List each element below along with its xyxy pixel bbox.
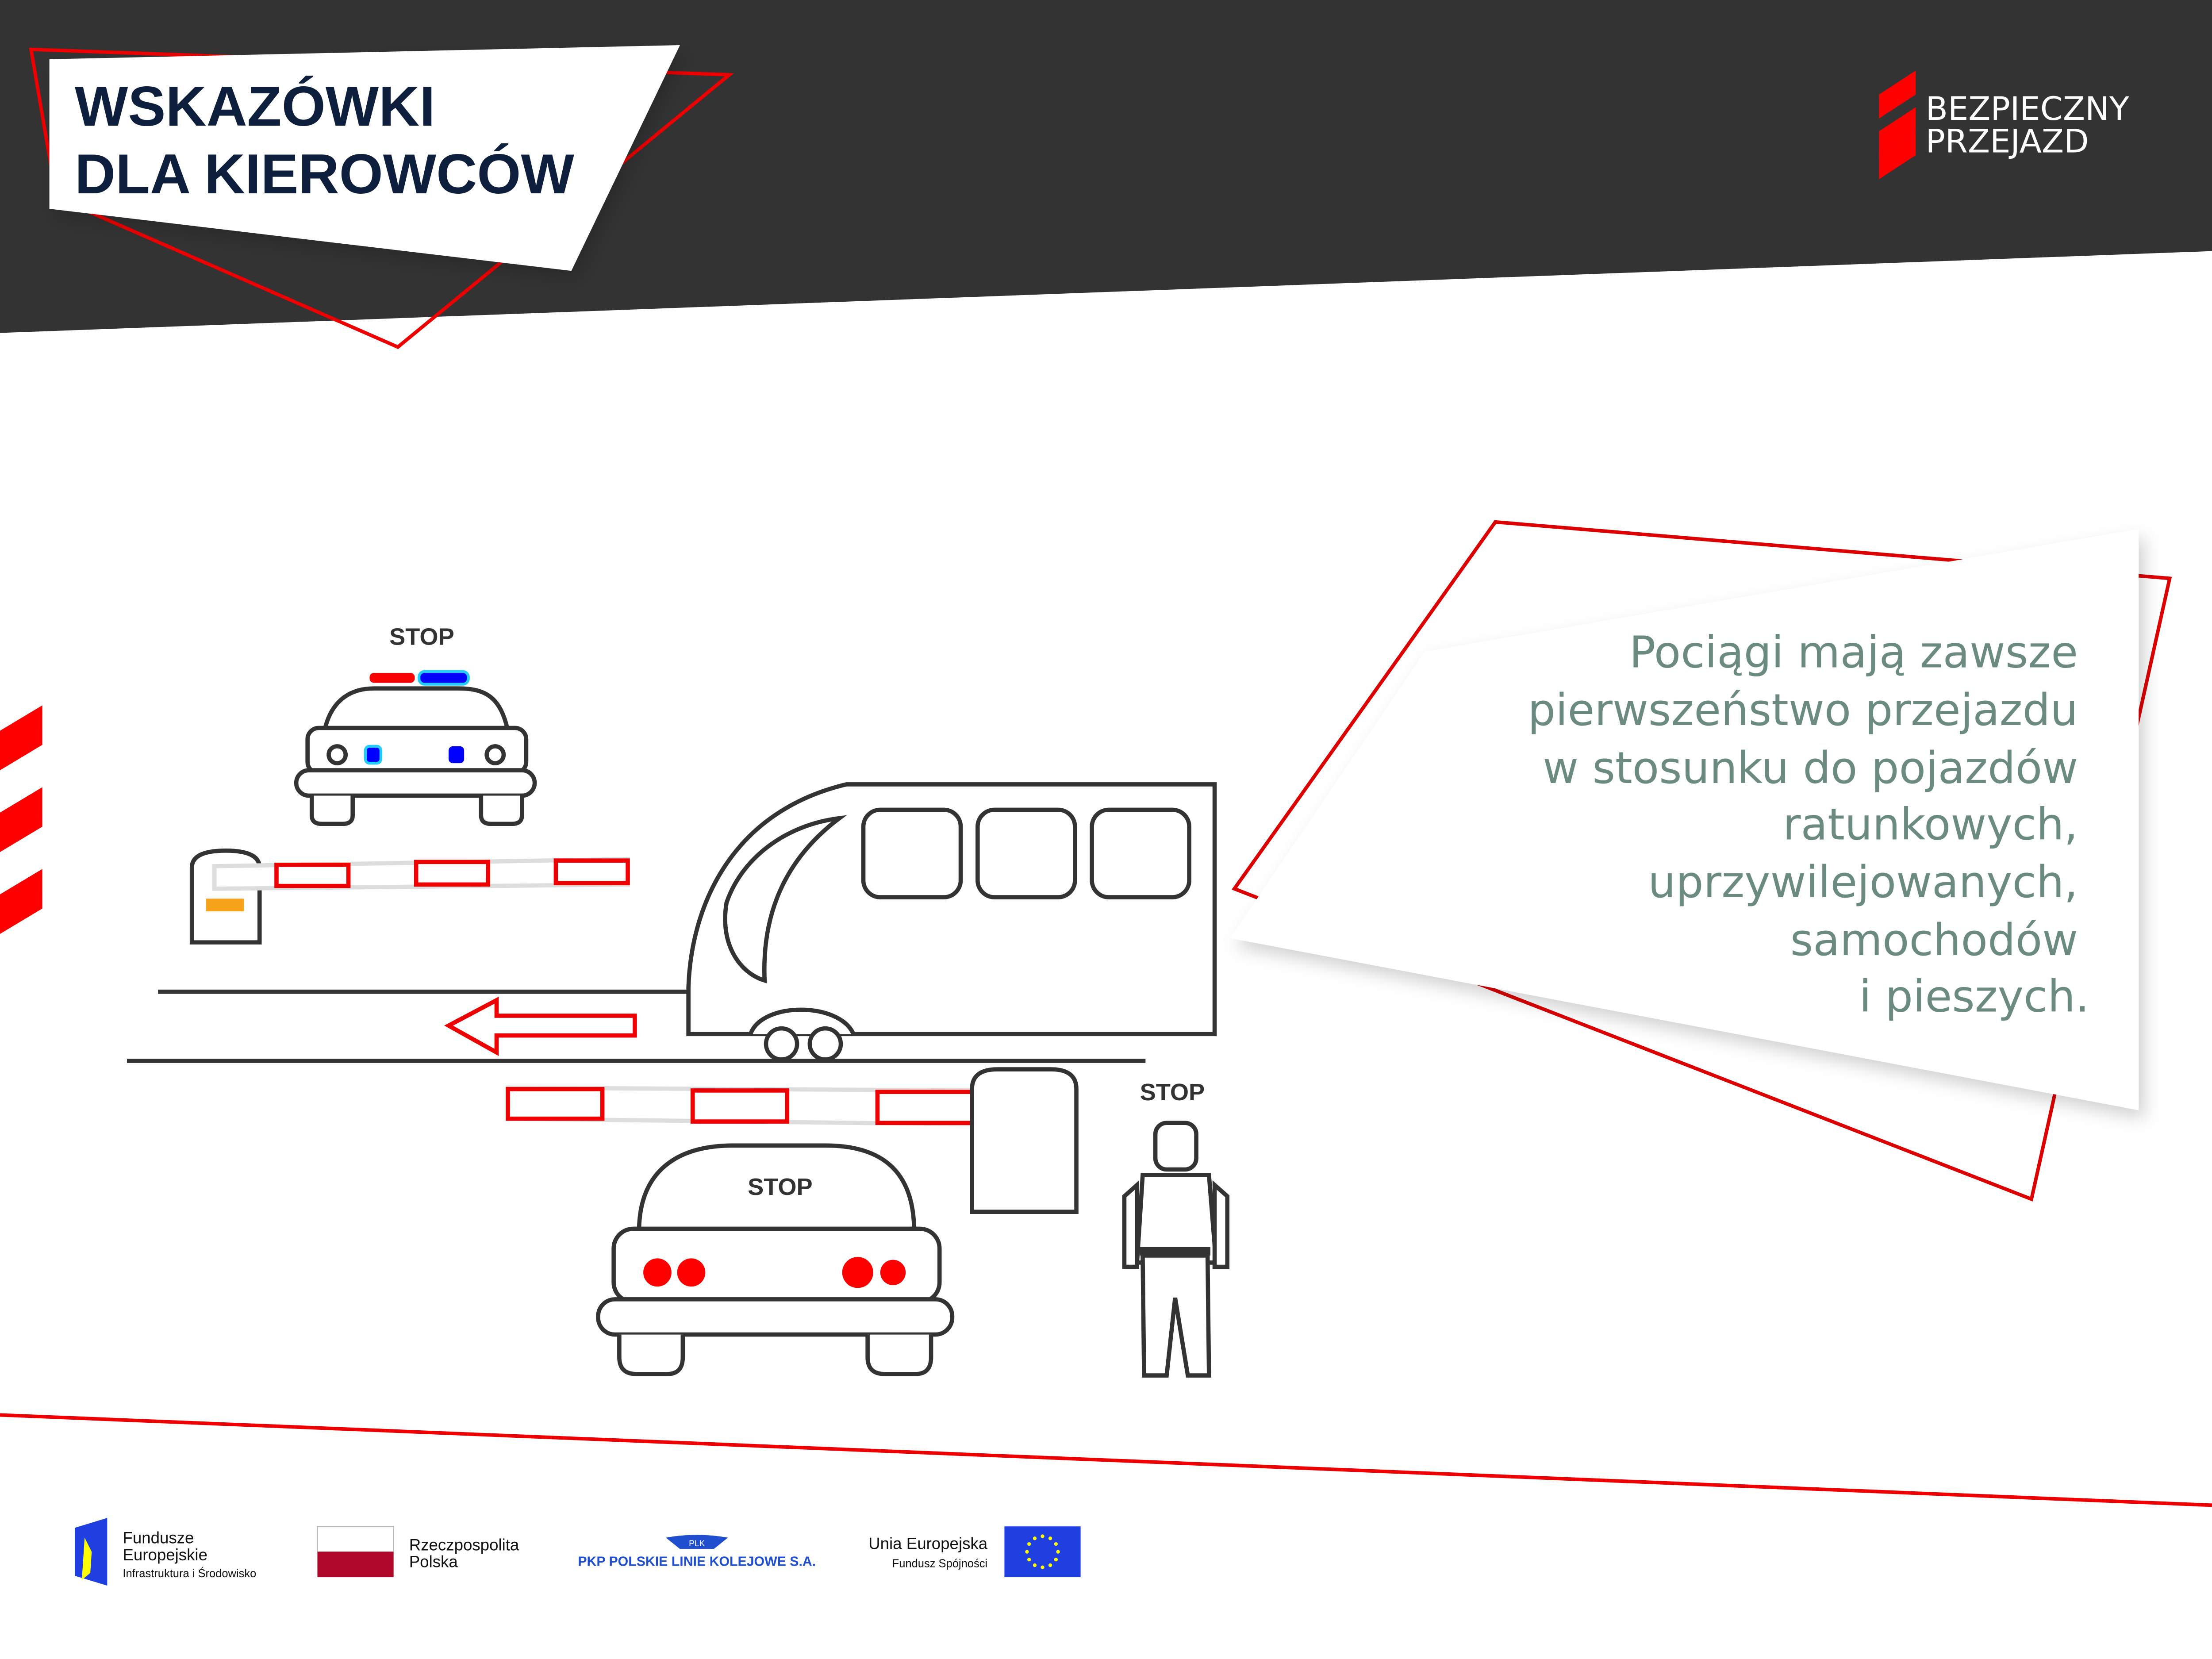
- crossing-scene: STOP: [127, 623, 1230, 1378]
- rzeczpospolita-logo: Rzeczpospolita Polska: [317, 1525, 519, 1578]
- barrier-bottom-icon: [506, 1067, 1079, 1214]
- unia-europejska-logo: Unia Europejska Fundusz Spójności: [868, 1526, 1081, 1578]
- message-line: uprzywilejowanych,: [1648, 857, 2078, 908]
- eu-star-icon: [1041, 1534, 1045, 1538]
- fe-text-1: Fundusze: [123, 1529, 194, 1547]
- message-line: w stosunku do pojazdów: [1543, 743, 2078, 794]
- message-card: [1230, 529, 2139, 1110]
- title-card: [49, 45, 680, 271]
- left-stripes-decoration: [0, 705, 42, 934]
- fe-text-2: Europejskie: [123, 1546, 207, 1564]
- message-line: pierwszeństwo przejazdu: [1528, 685, 2078, 736]
- stop-label-car: STOP: [748, 1174, 813, 1200]
- ue-text-2: Fundusz Spójności: [892, 1558, 987, 1570]
- logo-line1: BEZPIECZNY: [1926, 90, 2129, 128]
- stop-label-pedestrian: STOP: [1140, 1079, 1205, 1106]
- eu-star-icon: [1025, 1550, 1029, 1554]
- eu-star-icon: [1054, 1542, 1058, 1546]
- polish-flag-icon: [317, 1525, 394, 1552]
- eu-star-icon: [1048, 1563, 1052, 1567]
- pedestrian-icon: [1122, 1121, 1230, 1378]
- eu-star-icon: [1041, 1565, 1045, 1569]
- stop-label-police: STOP: [389, 623, 454, 650]
- eu-star-icon: [1056, 1550, 1060, 1554]
- eu-star-icon: [1027, 1558, 1031, 1562]
- eu-star-icon: [1048, 1536, 1052, 1540]
- message-line: ratunkowych,: [1783, 799, 2078, 850]
- eu-star-icon: [1033, 1536, 1037, 1540]
- message-text: Pociągi mają zawsze pierwszeństwo przeja…: [1528, 627, 2089, 1022]
- police-car-icon: [294, 670, 537, 826]
- bottom-red-line: [0, 1413, 2212, 1507]
- message-line: samochodów: [1790, 915, 2078, 966]
- eu-star-icon: [1033, 1563, 1037, 1567]
- fundusze-europejskie-logo: Fundusze Europejskie Infrastruktura i Śr…: [75, 1518, 256, 1586]
- eu-flag-icon: [1004, 1526, 1081, 1578]
- pkp-plk-logo: PLK PKP POLSKIE LINIE KOLEJOWE S.A.: [578, 1535, 816, 1569]
- logo-line2: PRZEJAZD: [1926, 123, 2089, 160]
- train-icon: [686, 782, 1217, 1062]
- brand-logo: BEZPIECZNY PRZEJAZD: [1879, 70, 2129, 179]
- message-line: Pociągi mają zawsze: [1629, 627, 2078, 678]
- ue-text-1: Unia Europejska: [868, 1534, 988, 1552]
- plk-emblem-icon: [666, 1535, 728, 1549]
- page-title-line2: DLA KIEROWCÓW: [75, 143, 574, 206]
- rp-text-1: Rzeczpospolita: [409, 1536, 519, 1554]
- logo-stripes-icon: [1879, 70, 1916, 179]
- rp-text-2: Polska: [409, 1553, 458, 1571]
- footer-logos: Fundusze Europejskie Infrastruktura i Śr…: [75, 1518, 1081, 1586]
- barrier-top-icon: [189, 849, 630, 945]
- plk-text: PKP POLSKIE LINIE KOLEJOWE S.A.: [578, 1555, 816, 1569]
- eu-star-icon: [1027, 1542, 1031, 1546]
- eu-star-icon: [1054, 1558, 1058, 1562]
- page-title-line1: WSKAZÓWKI: [75, 75, 435, 138]
- message-line: i pieszych.: [1859, 971, 2089, 1022]
- message-card-outline: [1231, 520, 2172, 1202]
- plk-emblem-text: PLK: [689, 1539, 705, 1548]
- car-icon: [596, 1143, 955, 1376]
- fe-text-3: Infrastruktura i Środowisko: [123, 1567, 256, 1580]
- direction-arrow-icon: [444, 996, 637, 1056]
